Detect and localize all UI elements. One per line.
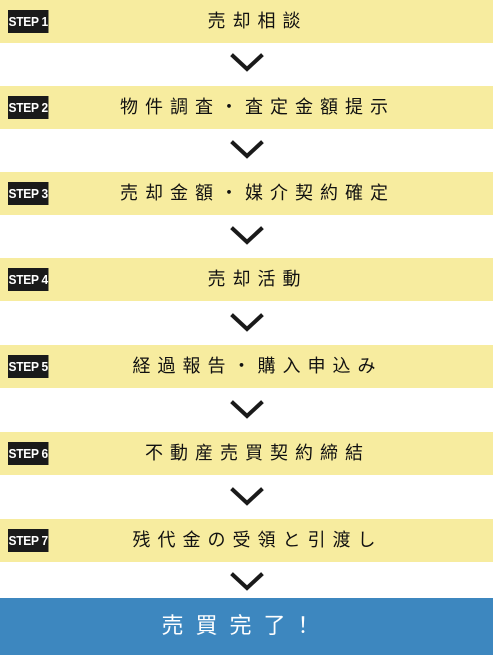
step-badge: STEP 3 xyxy=(8,182,49,205)
step-4: STEP 4 売却活動 xyxy=(0,258,493,301)
step-label: 物件調査・査定金額提示 xyxy=(120,97,395,118)
chevron-down-icon xyxy=(230,53,264,72)
step-3: STEP 3 売却金額・媒介契約確定 xyxy=(0,172,493,215)
chevron-down-icon xyxy=(230,313,264,332)
chevron-down-icon xyxy=(230,226,264,245)
step-label: 不動産売買契約締結 xyxy=(145,443,370,464)
step-badge: STEP 1 xyxy=(8,10,49,33)
step-1: STEP 1 売却相談 xyxy=(0,0,493,43)
step-badge: STEP 2 xyxy=(8,96,49,119)
step-label: 残代金の受領と引渡し xyxy=(132,530,383,551)
sale-complete-label: 売買完了！ xyxy=(161,614,332,639)
step-badge: STEP 5 xyxy=(8,355,49,378)
step-badge: STEP 6 xyxy=(8,442,49,465)
step-badge: STEP 7 xyxy=(8,529,49,552)
step-label: 経過報告・購入申込み xyxy=(132,356,383,377)
step-2: STEP 2 物件調査・査定金額提示 xyxy=(0,86,493,129)
step-label: 売却活動 xyxy=(207,269,308,290)
chevron-down-icon xyxy=(230,400,264,419)
step-label: 売却金額・媒介契約確定 xyxy=(120,183,395,204)
sale-complete-banner: 売買完了！ xyxy=(0,598,493,655)
chevron-down-icon xyxy=(230,140,264,159)
chevron-down-icon xyxy=(230,572,264,591)
step-7: STEP 7 残代金の受領と引渡し xyxy=(0,519,493,562)
step-6: STEP 6 不動産売買契約締結 xyxy=(0,432,493,475)
chevron-down-icon xyxy=(230,487,264,506)
step-label: 売却相談 xyxy=(207,11,308,32)
step-5: STEP 5 経過報告・購入申込み xyxy=(0,345,493,388)
step-badge: STEP 4 xyxy=(8,268,49,291)
